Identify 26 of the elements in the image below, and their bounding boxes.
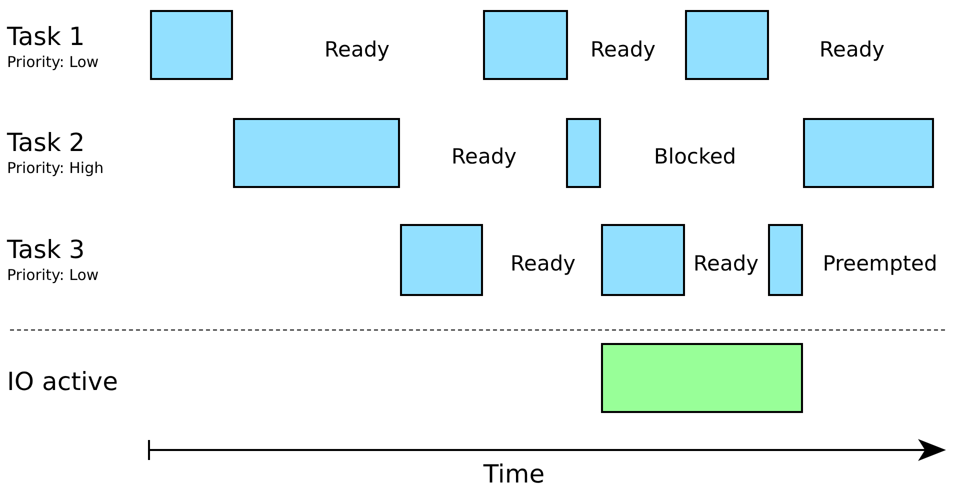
task-block — [566, 118, 601, 188]
task-block — [150, 10, 233, 80]
state-label: Preempted — [822, 254, 938, 274]
task-name: Task 1 — [7, 24, 85, 49]
state-label: Blocked — [654, 146, 736, 168]
state-label: Ready — [590, 40, 656, 60]
task-name: Task 3 — [7, 237, 85, 262]
state-label: Ready — [819, 40, 885, 60]
state-label: Ready — [693, 254, 759, 274]
signal-name: IO active — [7, 369, 118, 394]
task-name: Task 2 — [7, 130, 85, 155]
task-block — [685, 10, 769, 80]
task-block — [601, 224, 685, 296]
io-activity-block — [601, 343, 803, 413]
state-label: Ready — [451, 146, 517, 168]
task-block — [803, 118, 934, 188]
task-block — [400, 224, 483, 296]
priority-label: Priority: High — [7, 161, 104, 176]
priority-label: Priority: Low — [7, 55, 99, 70]
task-block — [483, 10, 568, 80]
state-label: Ready — [510, 254, 576, 274]
task-block — [768, 224, 803, 296]
state-label: Ready — [324, 40, 390, 60]
priority-label: Priority: Low — [7, 268, 99, 283]
task-block — [233, 118, 400, 188]
axis-label: Time — [483, 462, 545, 486]
